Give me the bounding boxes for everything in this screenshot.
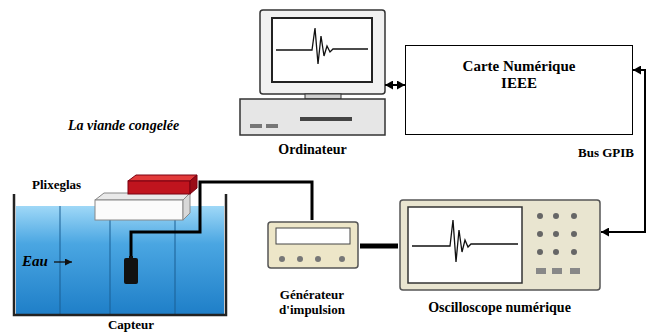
frozen-meat [128, 175, 197, 194]
computer-symbol [240, 10, 385, 135]
node-text: Générateur d'impulsion [266, 288, 358, 318]
node-text: Oscilloscope numérique [428, 300, 571, 316]
node-text: Ordinateur [278, 142, 346, 158]
computer-node: Ordinateur [240, 8, 385, 158]
water-tank [14, 194, 226, 315]
oscilloscope-node: Oscilloscope numérique [398, 198, 601, 316]
oscilloscope-symbol [400, 200, 600, 290]
interface-card-box: Carte Numérique IEEE [405, 45, 633, 135]
pulse-generator-node: Générateur d'impulsion [264, 220, 360, 318]
water-label: Eau [22, 253, 48, 270]
pulse-generator-symbol [268, 222, 358, 268]
bus-label: Bus GPIB [578, 146, 634, 161]
signal-cable [360, 244, 398, 249]
sensor-cable [131, 182, 312, 256]
meat-label: La viande congelée [68, 118, 179, 134]
leader-line [54, 261, 72, 262]
plexiglas-label: Plixeglas [32, 178, 81, 193]
node-text: Carte Numérique IEEE [449, 58, 589, 93]
sensor-node: Capteur [99, 256, 163, 333]
sensor-symbol [124, 256, 138, 284]
node-text: Capteur [108, 318, 154, 333]
plexiglas-block [95, 193, 190, 220]
data-link-arrow [385, 84, 405, 86]
